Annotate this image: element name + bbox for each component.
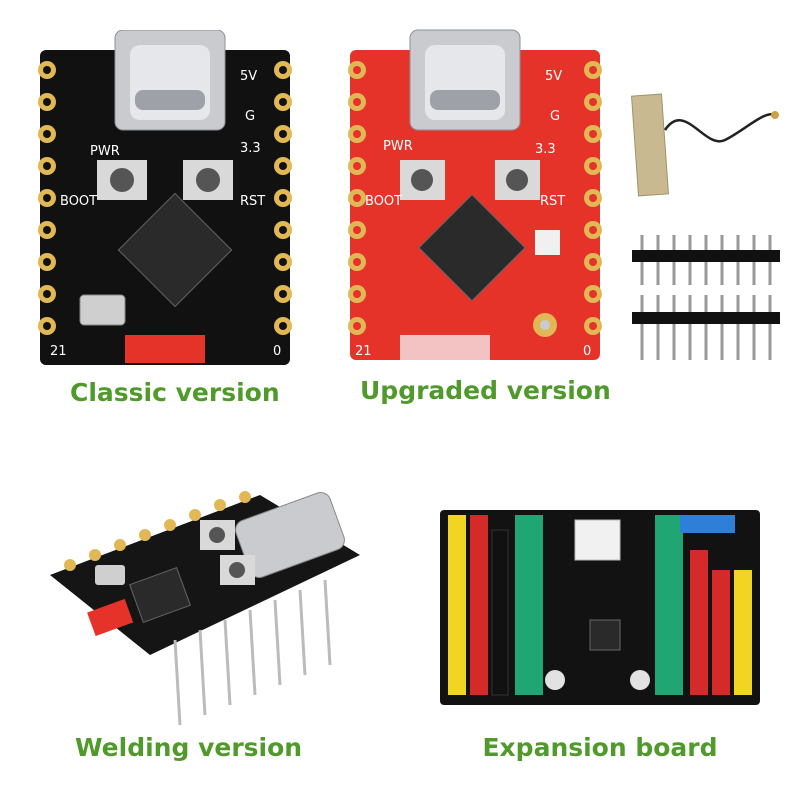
label-0: 0 [273, 344, 281, 359]
caption-classic: Classic version [70, 378, 280, 407]
label-33-2: 3.3 [535, 142, 556, 157]
label-rst-2: RST [540, 194, 565, 209]
caption-upgraded: Upgraded version [360, 376, 611, 405]
upgraded-board-image: 5V G 3.3 RST BOOT PWR 21 0 [345, 25, 605, 365]
label-33: 3.3 [240, 141, 261, 156]
label-pwr-2: PWR [383, 139, 413, 154]
label-5v-2: 5V [545, 69, 562, 84]
label-boot: BOOT [60, 194, 97, 209]
expansion-board-image [440, 510, 760, 705]
classic-board-image: 5V G 3.3 RST BOOT PWR 21 0 [35, 30, 295, 370]
label-rst: RST [240, 194, 265, 209]
label-21: 21 [50, 344, 67, 359]
label-pwr: PWR [90, 144, 120, 159]
label-g-2: G [550, 109, 560, 124]
label-g: G [245, 109, 255, 124]
welding-board-image [40, 455, 370, 735]
antenna-image [625, 90, 785, 200]
caption-expansion: Expansion board [482, 733, 718, 762]
label-21-2: 21 [355, 344, 372, 359]
label-5v: 5V [240, 69, 257, 84]
label-boot-2: BOOT [365, 194, 402, 209]
pin-headers-image [630, 230, 785, 370]
label-0-2: 0 [583, 344, 591, 359]
caption-welding: Welding version [75, 733, 303, 762]
